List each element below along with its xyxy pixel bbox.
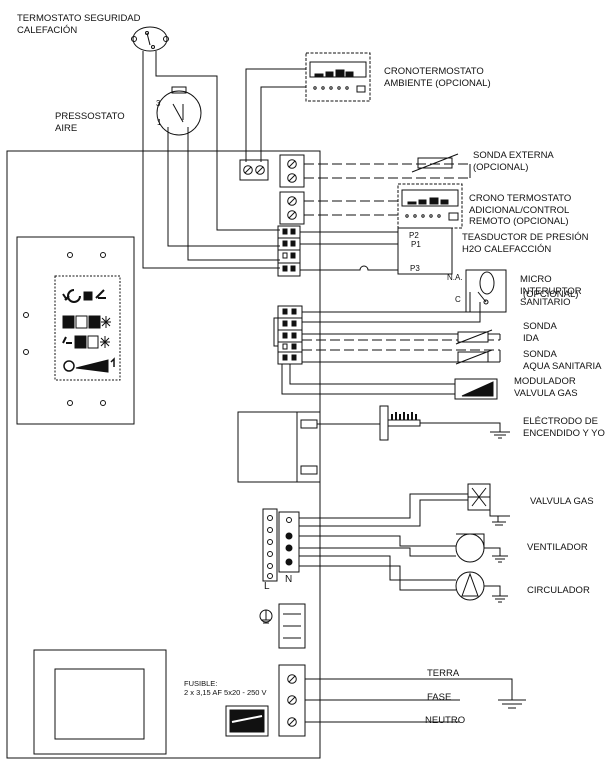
pin-pres-1: 1 [157, 118, 162, 127]
label-ventilador: VENTILADOR [527, 542, 588, 553]
pin-p1: P1 [411, 240, 421, 249]
label-fase: FASE [427, 692, 452, 703]
micro-interruptor [465, 269, 507, 313]
label-opcional-overlap: (OPCIONAL) [523, 289, 579, 300]
label-sonda-ida: SONDA IDA [523, 321, 557, 344]
label-sonda-aqua: SONDA AQUA SANITARIA [523, 349, 602, 372]
label-circulador: CIRCULADOR [527, 585, 590, 596]
label-termostato-seguridad: TERMOSTATO SEGURIDAD CALEFACIÓN [17, 13, 141, 36]
ignition-unit [237, 411, 321, 483]
pin-p2: P2 [409, 231, 419, 240]
valvula-gas-symbol [467, 483, 491, 511]
label-cronotermostato-ambiente: CRONOTERMOSTATO AMBIENTE (OPCIONAL) [384, 66, 491, 89]
pin-c: C [455, 295, 461, 304]
pin-l: L [264, 581, 270, 592]
control-board-outline [6, 150, 321, 759]
label-pressostato-aire: PRESSOSTATO AIRE [55, 111, 125, 134]
circulador-symbol [455, 571, 485, 601]
air-pressure-switch [156, 86, 202, 136]
pin-na: N.A. [447, 273, 463, 282]
label-teasductor-presion: TEASDUCTOR DE PRESIÓN H2O CALEFACCIÓN [462, 232, 589, 255]
safety-thermostat [131, 26, 169, 52]
cronotermostato-ambiente [305, 52, 371, 102]
electrodo-encendido [379, 405, 421, 441]
label-fusible: FUSIBLE: 2 x 3,15 AF 5x20 - 250 V [184, 679, 267, 697]
label-valvula-gas: VALVULA GAS [530, 496, 594, 507]
label-electrodo: ELÉCTRODO DE ENCENDIDO Y YO [523, 416, 605, 439]
pin-p3: P3 [410, 264, 420, 273]
label-micro-interruptor: MICRO INTERUPTOR SANITARIO [520, 274, 582, 308]
fuse-display [33, 649, 167, 755]
modulador-valvula-gas [454, 378, 498, 400]
pin-pres-3: 3 [156, 99, 161, 108]
ventilador-symbol [455, 533, 485, 563]
label-crono-termostato-remoto: CRONO TERMOSTATO ADICIONAL/CONTROL REMOT… [469, 193, 572, 227]
pin-n: N [285, 574, 293, 585]
fuse [225, 705, 269, 737]
label-modulador: MODULADOR VALVULA GAS [514, 376, 578, 399]
sonda-externa-resistor [417, 157, 453, 169]
label-sonda-externa: SONDA EXTERNA (OPCIONAL) [473, 150, 554, 173]
pressure-transducer [397, 227, 453, 275]
display-panel [16, 236, 135, 425]
label-neutro: NEUTRO [425, 715, 466, 726]
lcd-window [54, 275, 121, 381]
label-terra: TERRA [427, 668, 460, 679]
lcd-icons [62, 289, 115, 373]
crono-termostato-remoto [397, 183, 463, 229]
